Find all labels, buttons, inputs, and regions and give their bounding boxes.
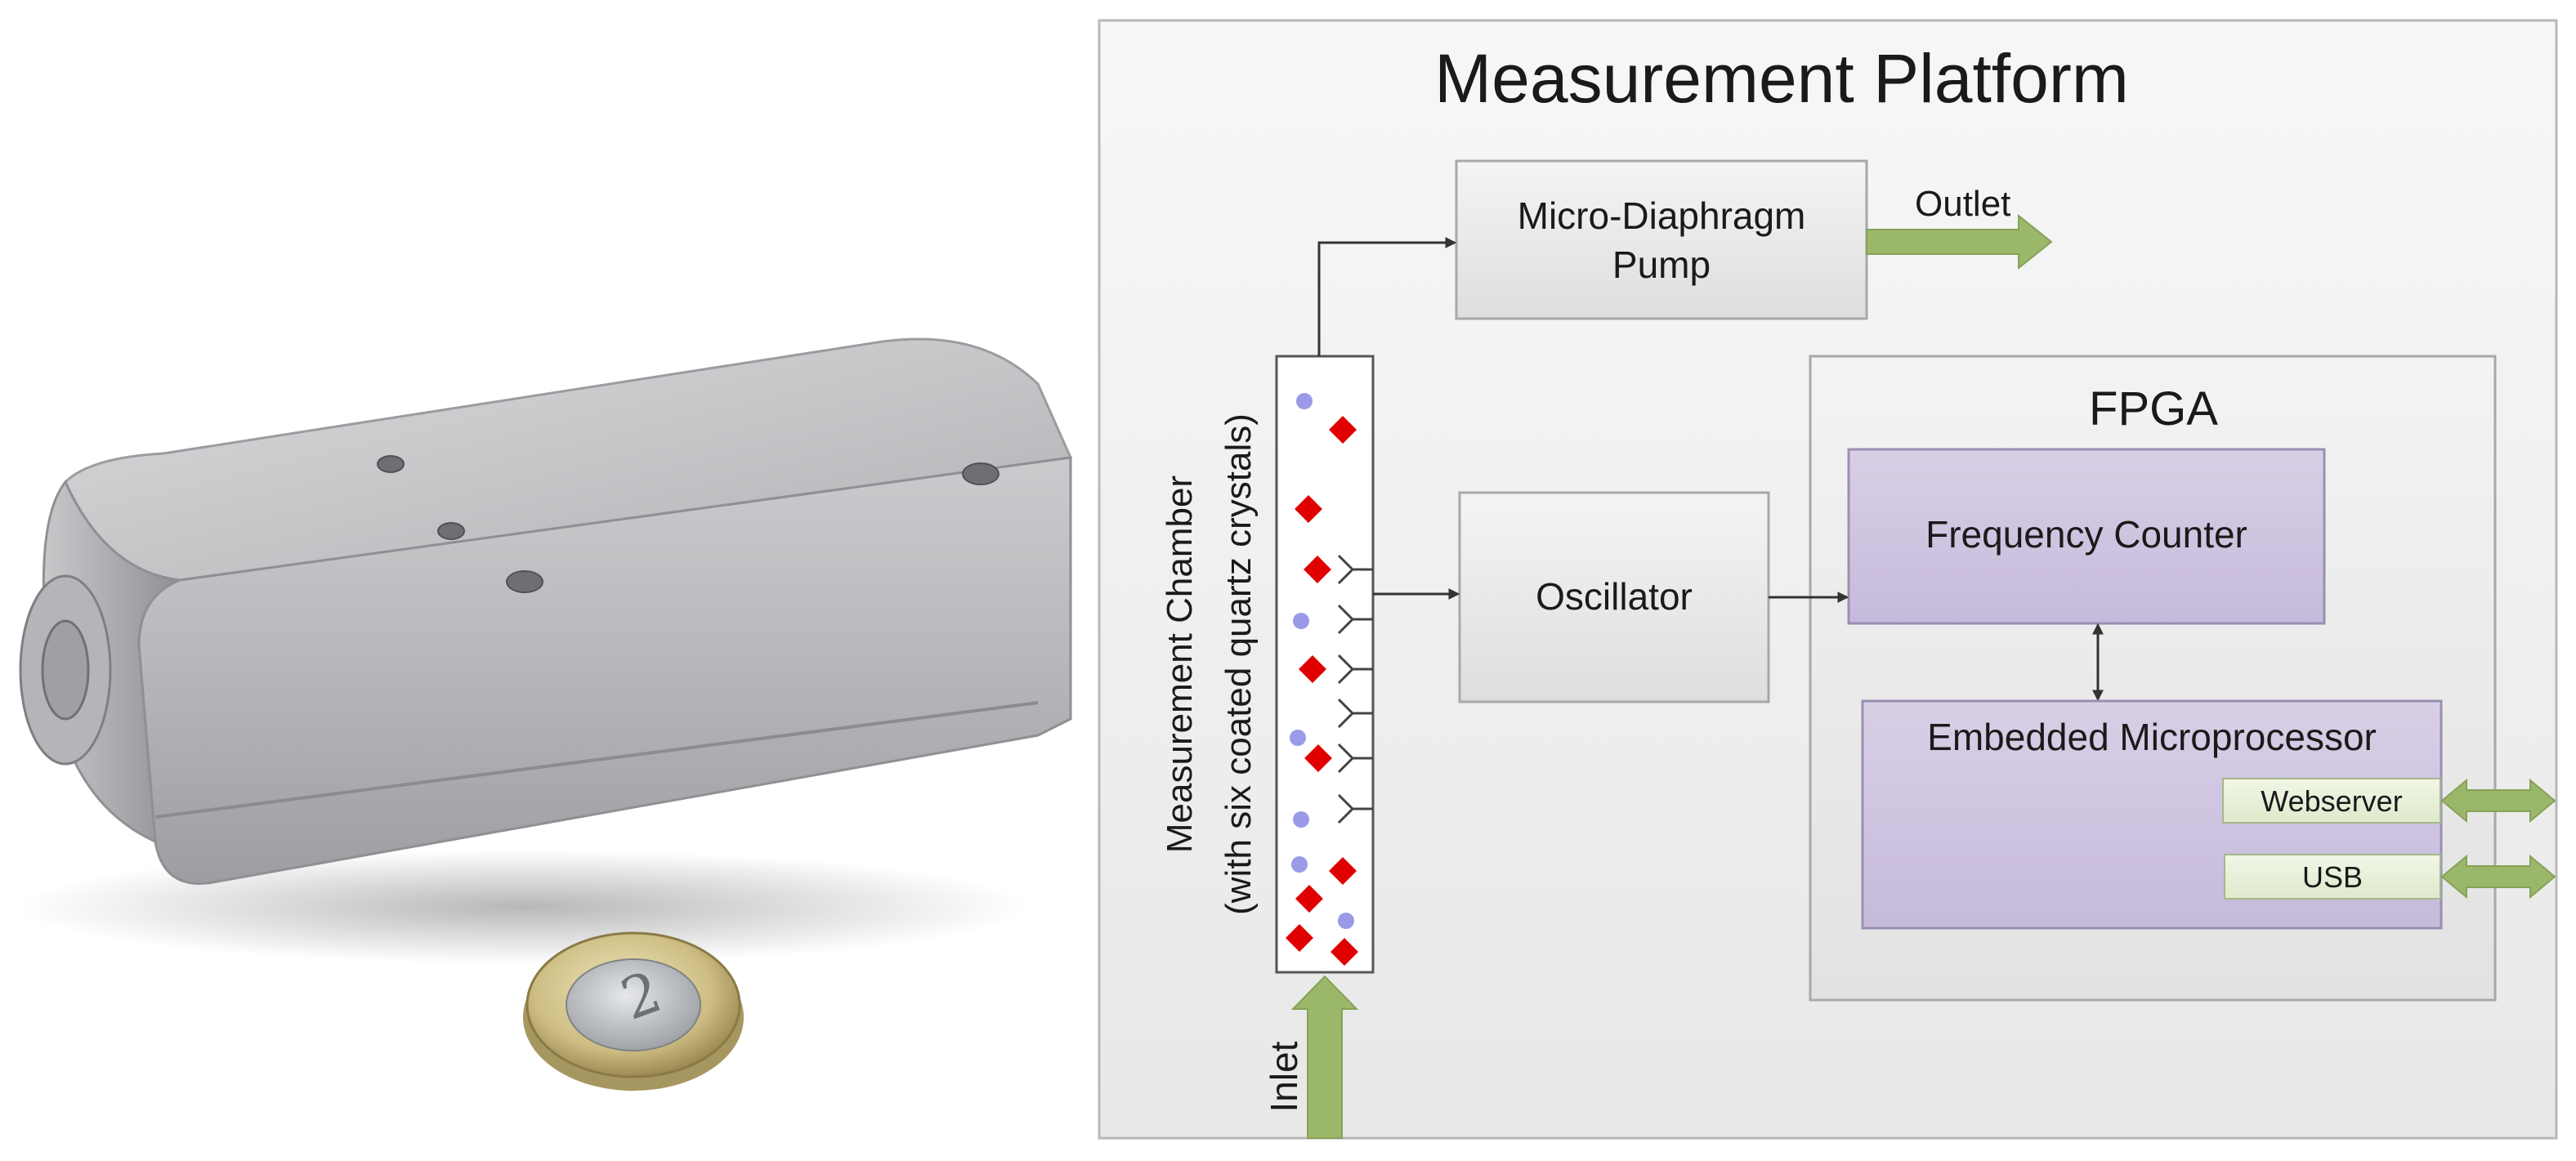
crystal-receptor: [1337, 793, 1373, 824]
inlet-arrow: [1290, 975, 1359, 1139]
particle-blue: [1296, 393, 1313, 409]
device-connector-ring: [41, 619, 90, 721]
oscillator-label: Oscillator: [1536, 575, 1693, 618]
particle-red: [1330, 938, 1358, 966]
crystal-receptor: [1337, 698, 1373, 729]
particle-blue: [1291, 856, 1308, 873]
device-screw-holes: [377, 455, 1000, 593]
pump-label-line2: Pump: [1612, 243, 1711, 286]
particle-red: [1304, 556, 1331, 583]
fpga-label: FPGA: [2089, 382, 2218, 435]
particle-red: [1295, 885, 1323, 913]
device-seam: [154, 701, 1039, 819]
platform-title: Measurement Platform: [1434, 40, 2129, 117]
crystal-receptor: [1337, 654, 1373, 685]
analyte-particles-red: [1286, 416, 1358, 966]
webserver-port: [2222, 778, 2441, 824]
webserver-label: Webserver: [2261, 784, 2402, 818]
device-shadow: [16, 850, 1030, 964]
particle-blue: [1290, 730, 1306, 746]
webserver-arrow: [2440, 778, 2556, 824]
frequency-counter-label: Frequency Counter: [1925, 513, 2247, 556]
oscillator-block: [1458, 491, 1770, 703]
particle-red: [1295, 495, 1322, 523]
usb-port: [2224, 854, 2441, 900]
pump-block: [1455, 159, 1868, 320]
usb-arrow: [2440, 854, 2556, 900]
chamber-label-line2: (with six coated quartz crystals): [1219, 413, 1259, 915]
screw-hole: [437, 522, 465, 540]
crystal-receptor: [1337, 604, 1373, 635]
crystal-receptor: [1337, 743, 1373, 774]
particle-blue: [1293, 811, 1309, 828]
screw-hole: [506, 570, 543, 593]
frequency-counter-block: [1847, 448, 2326, 625]
crystal-receptor: [1337, 554, 1373, 585]
analyte-particles-blue: [1290, 393, 1354, 929]
inlet-label: Inlet: [1263, 1041, 1305, 1112]
outlet-label: Outlet: [1915, 184, 2010, 224]
microprocessor-label: Embedded Microprocessor: [1927, 716, 2377, 758]
outlet-arrow: [1866, 213, 2053, 270]
screw-hole: [377, 455, 405, 473]
coin: 2: [523, 931, 744, 1091]
chamber-label-line1: Measurement Chamber: [1160, 476, 1200, 853]
usb-label: USB: [2302, 860, 2363, 894]
chamber-to-pump-arrow: [1317, 237, 1457, 356]
particle-red: [1329, 857, 1357, 885]
particle-blue: [1338, 913, 1354, 929]
coin-center: [566, 958, 701, 1052]
particle-red: [1304, 744, 1332, 772]
measurement-platform-diagram: Measurement Platform Micro-Diaphragm Pum…: [1098, 19, 2558, 1140]
particle-blue: [1293, 613, 1309, 629]
device-photo: 2: [16, 337, 1073, 1091]
particle-red: [1329, 416, 1357, 444]
particle-red: [1286, 924, 1313, 952]
pump-label-line1: Micro-Diaphragm: [1518, 194, 1806, 237]
screw-hole: [962, 462, 1000, 485]
quartz-crystals: [1337, 554, 1373, 824]
particle-red: [1299, 655, 1326, 683]
measurement-chamber: [1275, 355, 1375, 974]
